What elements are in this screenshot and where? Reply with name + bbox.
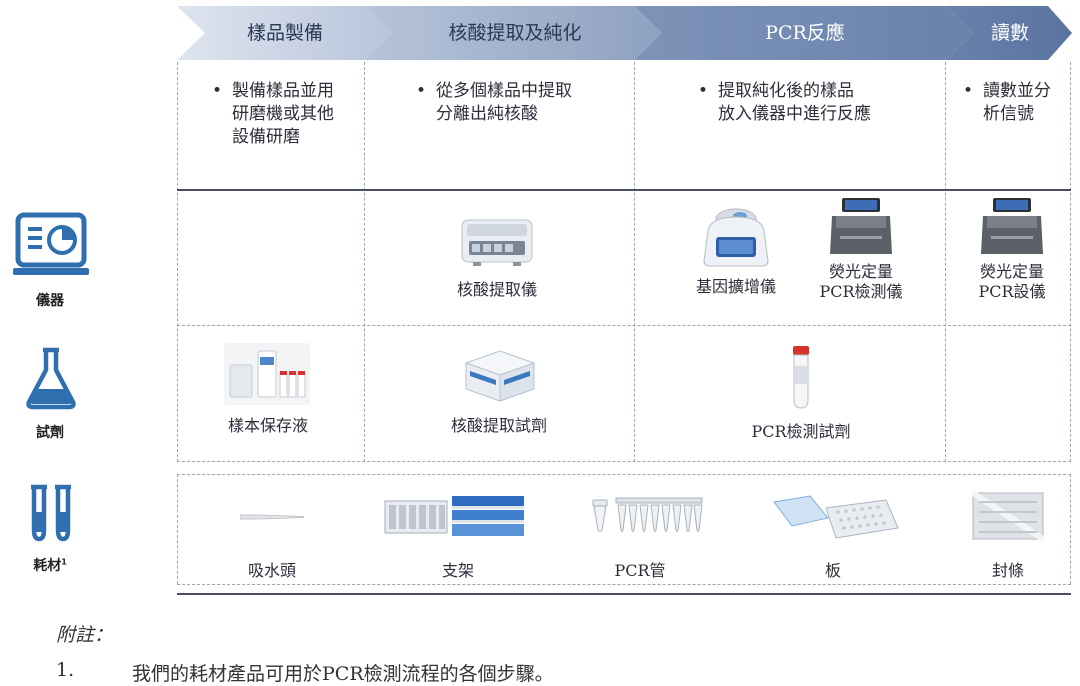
stage-3-title: PCR反應 [765,22,845,44]
grid-line [177,584,1071,585]
chevron-stage-2 [364,6,662,60]
stage-1-description: • 製備樣品並用 研磨機或其他 設備研磨 [212,81,334,147]
chevron-stage-1 [177,6,392,60]
section-divider [177,189,1071,191]
stage-4-description: • 讀數並分 析信號 [963,81,1051,124]
grid-line [177,325,1071,326]
item-nucleic-acid-extractor: 核酸提取儀 [456,280,537,299]
item-sample-preservation-solution: 樣本保存液 [227,416,308,435]
grid-line [177,461,1071,462]
stage-4-title: 讀數 [990,22,1029,44]
grid-line [1070,62,1071,462]
sealing-film-image [971,491,1045,541]
pipette-tip-image [240,514,304,520]
bullet: • [963,81,974,101]
grid-line [634,62,635,462]
grid-line [364,62,365,462]
item-rack: 支架 [441,561,474,580]
item-nucleic-acid-extraction-reagent: 核酸提取試劑 [450,416,547,435]
item-gene-amplifier: 基因擴增儀 [695,277,776,296]
footnote-number: 1. [56,659,75,681]
nucleic-acid-extraction-kit-image [464,350,536,402]
grid-line [1070,474,1071,584]
item-plate: 板 [824,561,841,580]
tip-box-rack-image [452,496,524,536]
pcr-reagent-tube-image [793,346,809,409]
grid-line [177,62,178,462]
bottom-rule [177,593,1071,595]
footnote-title: 附註： [56,624,114,646]
bullet: • [416,81,427,101]
item-seal: 封條 [991,561,1024,580]
item-fluorescence-pcr-detector: 熒光定量 PCR檢測儀 [819,262,903,301]
single-pcr-tube-image [592,499,608,532]
monitor-icon [13,212,89,275]
grid-line [945,62,946,462]
gene-amplifier-image [703,208,769,267]
category-instrument-label: 儀器 [36,293,64,309]
plate-image [773,495,899,539]
test-tubes-icon [31,484,71,542]
stage-3-description: • 提取純化後的樣品 放入儀器中進行反應 [698,81,871,124]
pcr-tube-strip-image [615,497,703,532]
footnote-text: 我們的耗材產品可用於PCR檢測流程的各個步驟。 [132,663,554,685]
grid-line [177,474,1071,475]
sample-preservation-solution-image [224,343,310,405]
chevron-stage-4 [945,6,1072,60]
grid-line [177,474,178,584]
fluorescence-pcr-detector-image [830,198,892,254]
stage-2-description: • 從多個樣品中提取 分離出純核酸 [416,81,572,124]
flask-icon [26,347,76,410]
category-consumable-label: 耗材1 [33,557,67,574]
chevron-stage-3 [634,6,973,60]
stage-1-title: 樣品製備 [246,22,323,44]
process-header [177,6,1072,60]
fluorescence-pcr-device-image [981,198,1043,254]
tube-rack-image [384,500,448,534]
item-pcr-tube: PCR管 [614,561,666,580]
stage-2-title: 核酸提取及純化 [448,22,582,44]
nucleic-acid-extractor-image [461,219,533,266]
bullet: • [212,81,223,101]
item-pcr-detection-reagent: PCR檢測試劑 [751,422,851,441]
category-reagent-label: 試劑 [36,425,64,441]
item-pipette-tip: 吸水頭 [247,561,296,580]
item-fluorescence-pcr-device: 熒光定量 PCR設儀 [978,262,1046,301]
bullet: • [698,81,709,101]
